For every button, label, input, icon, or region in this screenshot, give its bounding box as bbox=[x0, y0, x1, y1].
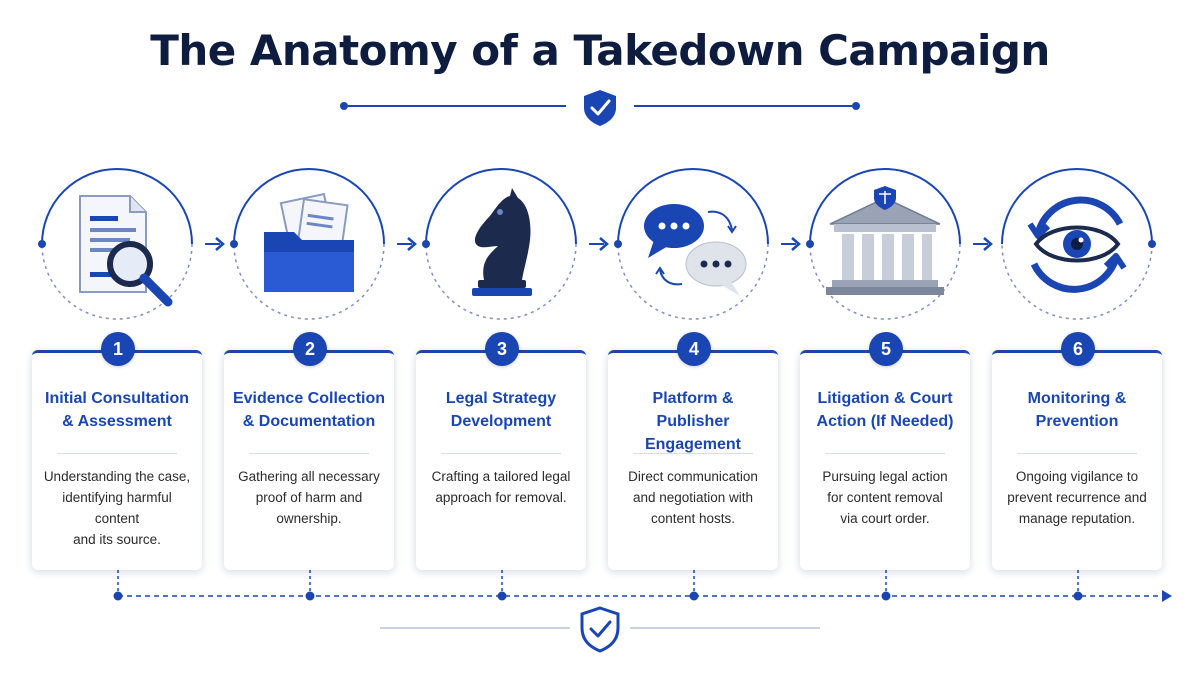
step-number: 1 bbox=[101, 332, 135, 366]
step-number: 5 bbox=[869, 332, 903, 366]
document-magnifier-icon bbox=[38, 168, 193, 320]
arrow-right-icon bbox=[973, 237, 993, 251]
arrow-right-icon bbox=[589, 237, 609, 251]
step-number: 3 bbox=[485, 332, 519, 366]
page-title: The Anatomy of a Takedown Campaign bbox=[150, 26, 1050, 75]
card-divider bbox=[633, 453, 753, 454]
arrow-right-icon bbox=[781, 237, 801, 251]
stage-title: Initial Consultation& Assessment bbox=[45, 390, 189, 430]
card-divider bbox=[57, 453, 177, 454]
stage-description: Understanding the case,identifying harmf… bbox=[43, 469, 191, 547]
chess-knight-icon bbox=[422, 168, 577, 320]
stage-card: Evidence Collection& Documentation Gathe… bbox=[224, 350, 394, 570]
stage-2: 2 Evidence Collection& Documentation Gat… bbox=[214, 160, 404, 590]
stage-title: Monitoring &Prevention bbox=[1027, 390, 1127, 430]
card-divider bbox=[249, 453, 369, 454]
courthouse-icon bbox=[806, 168, 961, 320]
arrow-right-icon bbox=[397, 237, 417, 251]
shield-check-icon bbox=[584, 90, 616, 126]
card-divider bbox=[441, 453, 561, 454]
stage-6: 6 Monitoring &Prevention Ongoing vigilan… bbox=[982, 160, 1172, 590]
step-number: 4 bbox=[677, 332, 711, 366]
stage-card: Initial Consultation& Assessment Underst… bbox=[32, 350, 202, 570]
folder-documents-icon bbox=[230, 168, 385, 320]
eye-cycle-icon bbox=[1001, 168, 1156, 320]
shield-check-icon bbox=[580, 606, 620, 653]
stage-title: Evidence Collection& Documentation bbox=[232, 390, 386, 430]
card-divider bbox=[1017, 453, 1137, 454]
chat-bubbles-icon bbox=[614, 168, 769, 320]
title-divider bbox=[340, 90, 860, 126]
stage-card: Monitoring &Prevention Ongoing vigilance… bbox=[992, 350, 1162, 570]
step-number: 2 bbox=[293, 332, 327, 366]
step-number: 6 bbox=[1061, 332, 1095, 366]
card-divider bbox=[825, 453, 945, 454]
stage-1: 1 Initial Consultation& Assessment Under… bbox=[22, 160, 212, 590]
bottom-divider bbox=[380, 606, 820, 653]
arrow-right-icon bbox=[205, 237, 225, 251]
bottom-timeline bbox=[113, 570, 1172, 602]
